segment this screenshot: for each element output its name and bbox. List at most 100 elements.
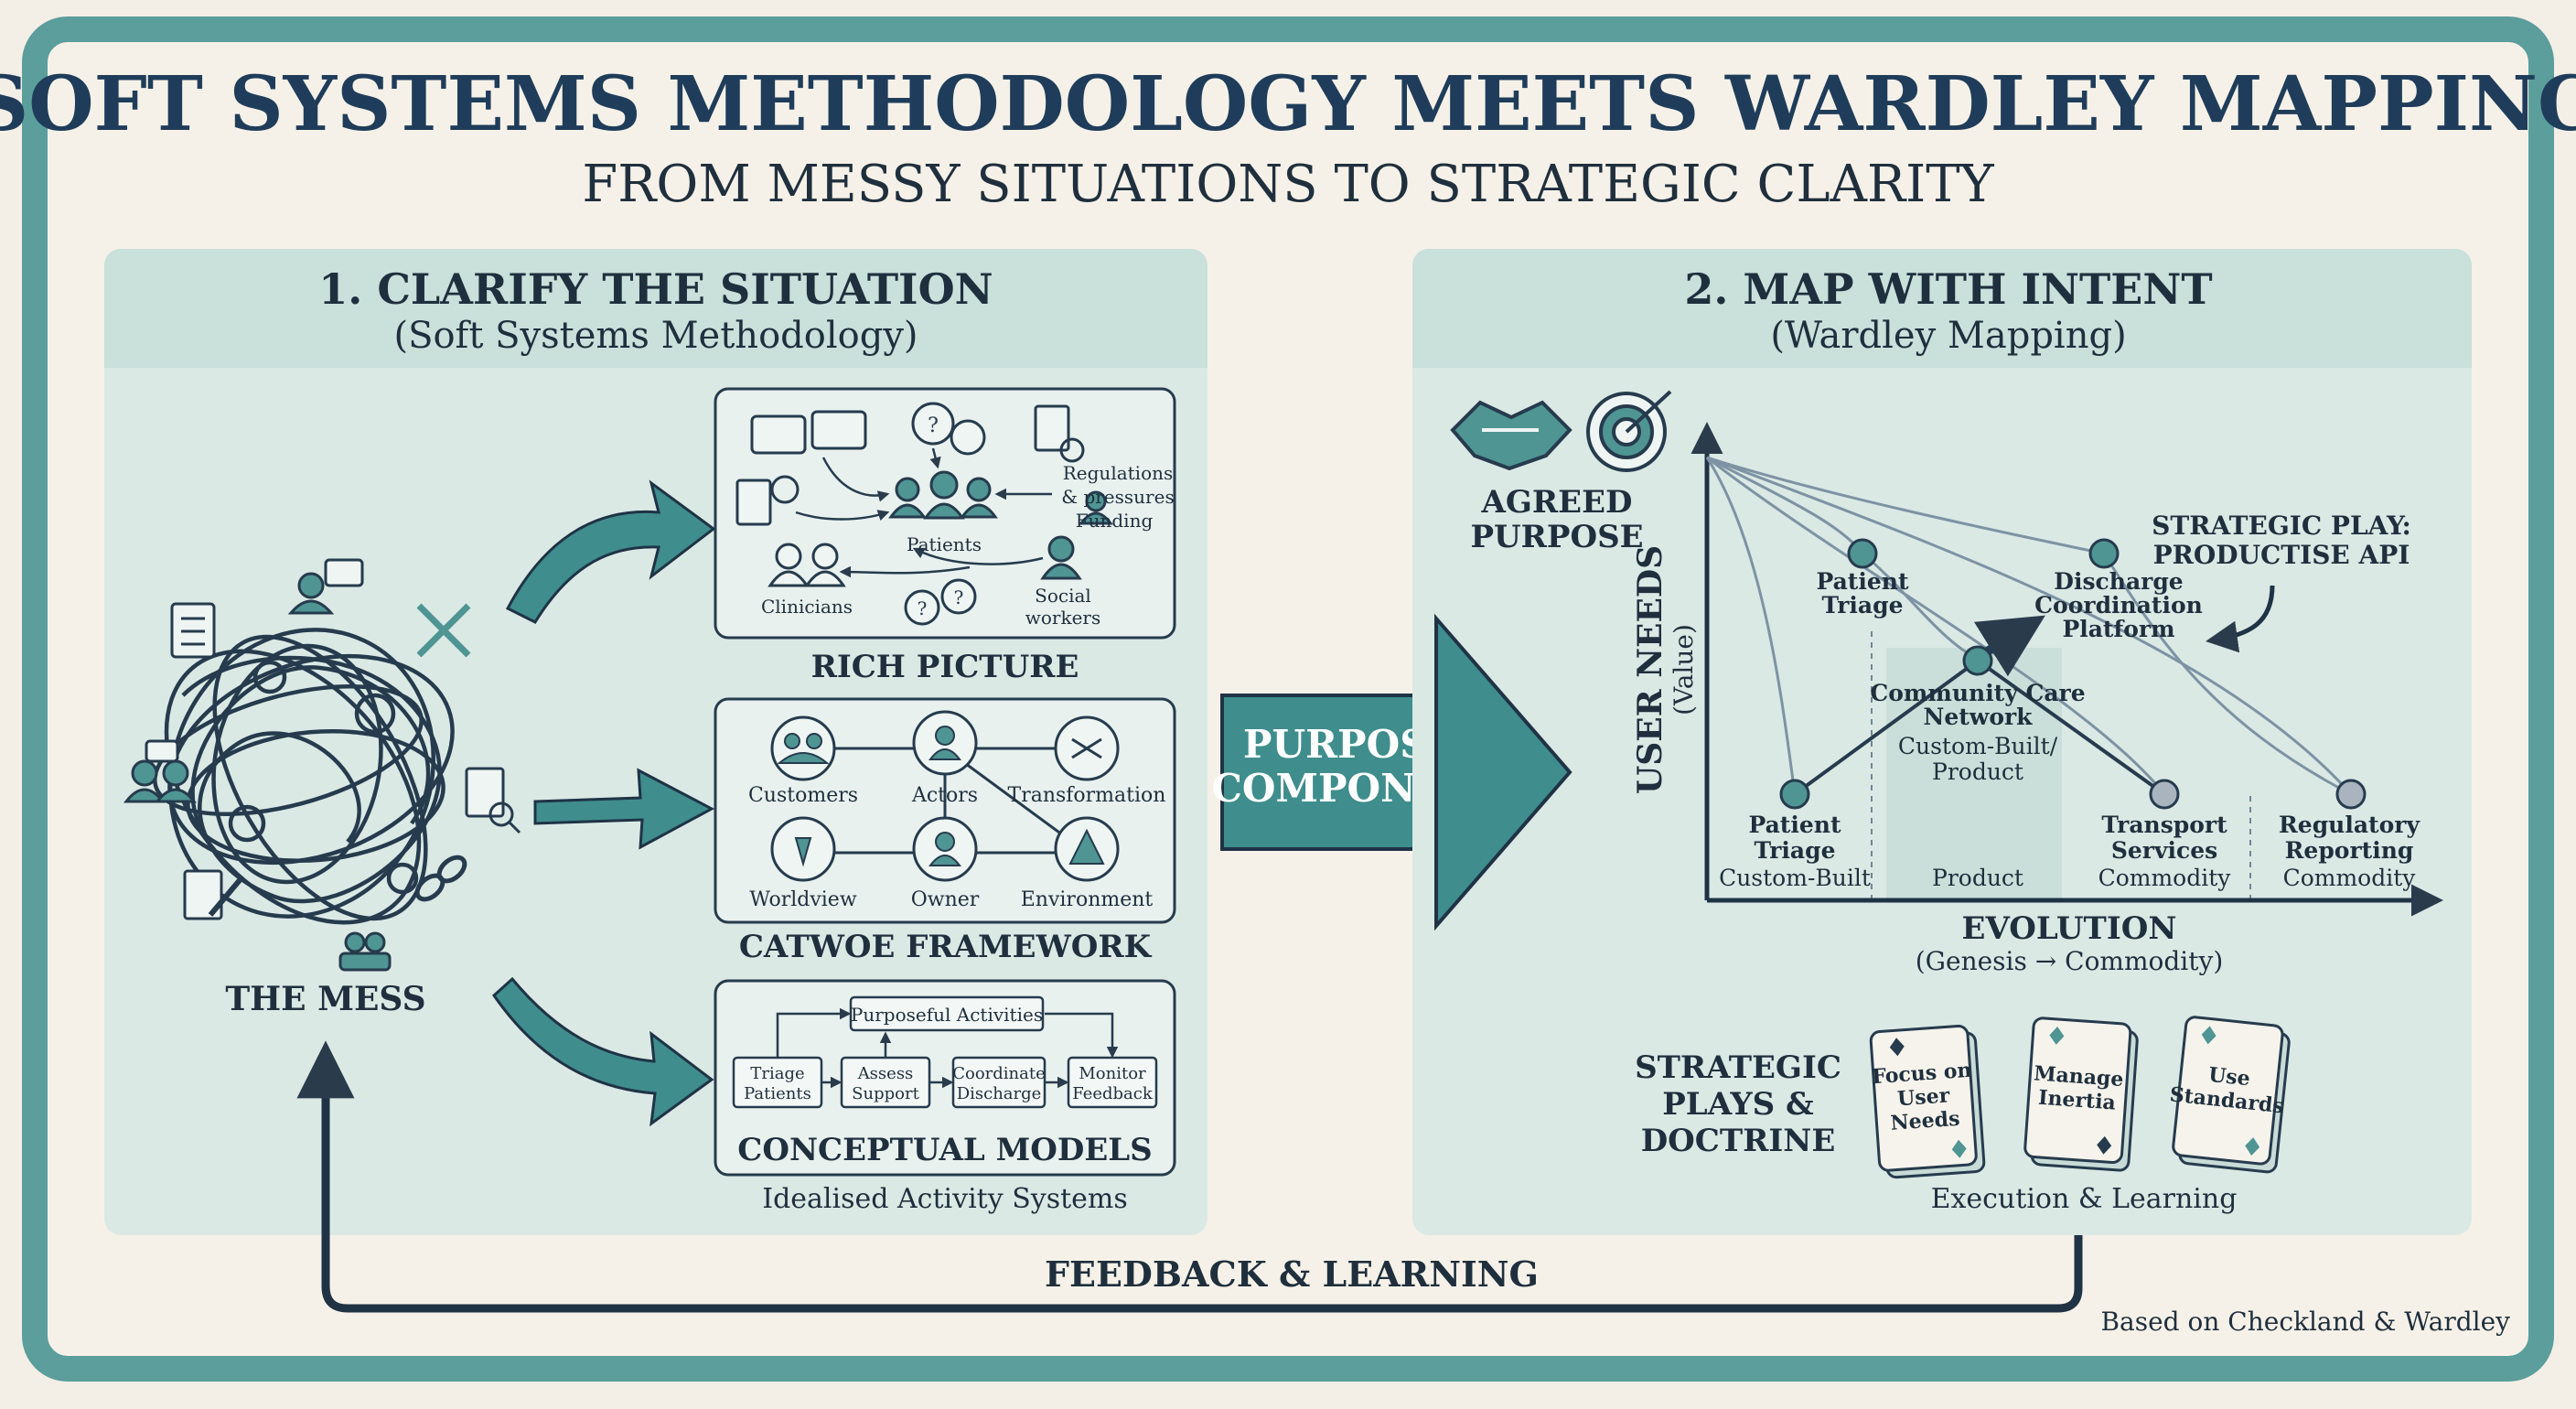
- right-panel-header: [1412, 249, 2472, 368]
- plays-l1: STRATEGIC: [1635, 1049, 1841, 1086]
- label-transport-l3: Commodity: [2098, 865, 2232, 891]
- handshake-icon: [1450, 400, 1572, 471]
- svg-text:?: ?: [954, 586, 964, 608]
- purpose-arrow-tip: [1434, 613, 1572, 931]
- label-regulations: Regulations: [1063, 462, 1174, 484]
- page-subtitle: FROM MESSY SITUATIONS TO STRATEGIC CLARI…: [582, 155, 1994, 214]
- card3-l1: Use: [2207, 1063, 2251, 1092]
- label-workers: workers: [1025, 607, 1101, 629]
- document-pen-icon: [183, 869, 242, 920]
- rich-picture-arrows: [795, 447, 1052, 578]
- label-community-l1: Community Care: [1870, 680, 2085, 706]
- credit-text: Based on Checkland & Wardley: [2100, 1307, 2510, 1337]
- svg-text:?: ?: [918, 597, 928, 619]
- plays-l2: PLAYS &: [1662, 1086, 1814, 1123]
- left-panel-header: [104, 249, 1208, 368]
- catwoe-customers: Customers: [748, 784, 858, 807]
- label-community-l2: Network: [1924, 704, 2034, 730]
- label-patient-bottom-l3: Custom-Built: [1719, 865, 1871, 891]
- catwoe-transformation: Transformation: [1008, 784, 1166, 807]
- wardley-map: USER NEEDS (Value) Patient Triage Discha…: [1631, 422, 2443, 976]
- strategic-play-l2: PRODUCTISE API: [2153, 540, 2410, 570]
- catwoe-caption: CATWOE FRAMEWORK: [739, 929, 1153, 965]
- label-patient-top-l1: Patient: [1816, 568, 1908, 595]
- agreed-label: AGREED: [1481, 484, 1633, 521]
- purposeful-activities: Purposeful Activities: [851, 1004, 1043, 1026]
- label-pressures: & pressures: [1061, 486, 1174, 508]
- step-monitor-l1: Monitor: [1079, 1064, 1146, 1083]
- conceptual-caption: CONCEPTUAL MODELS: [737, 1132, 1152, 1168]
- card-use-standards: Use Standards: [2169, 1016, 2291, 1174]
- question-bubble-icon: [950, 419, 986, 456]
- node-regulatory: [2335, 779, 2367, 810]
- mess-scribble: [153, 628, 455, 925]
- label-transport-l1: Transport: [2101, 812, 2227, 838]
- node-patient-triage-top: [1847, 538, 1878, 569]
- rich-picture: ? ? ? Regulations & pressures Funding Pa…: [714, 387, 1176, 685]
- svg-text:?: ?: [928, 414, 939, 437]
- arrow-to-rich-picture: [505, 479, 716, 624]
- purpose-label: PURPOSE: [1470, 519, 1643, 555]
- arrow-to-conceptual: [492, 976, 714, 1127]
- step-coordinate-l2: Discharge: [957, 1084, 1042, 1103]
- target-icon: [1586, 390, 1672, 472]
- label-patient-bottom-l2: Triage: [1754, 837, 1835, 864]
- label-regulatory-l3: Commodity: [2283, 865, 2417, 891]
- label-funding: Funding: [1076, 510, 1154, 532]
- customers-icon: [770, 715, 836, 781]
- step-assess-l1: Assess: [857, 1064, 914, 1083]
- people-icon: [287, 558, 364, 615]
- label-discharge-l1: Discharge: [2054, 568, 2183, 595]
- document-search-icon: [465, 767, 521, 834]
- card-focus-user-needs: Focus on User Needs: [1869, 1025, 1986, 1179]
- left-panel-title: 1. CLARIFY THE SITUATION: [318, 264, 993, 314]
- step-coordinate-l1: Coordinate: [952, 1064, 1046, 1083]
- label-regulatory-l2: Reporting: [2285, 837, 2414, 864]
- patients-icon: [888, 470, 998, 520]
- step-monitor-l2: Feedback: [1072, 1084, 1154, 1103]
- speech-bubble-icon: [750, 414, 807, 455]
- x-axis-sublabel: (Genesis → Commodity): [1916, 946, 2224, 976]
- feedback-loop-arrow: [296, 1040, 2083, 1313]
- y-axis-label: USER NEEDS: [1631, 545, 1669, 794]
- card-manage-inertia: Manage Inertia: [2023, 1016, 2139, 1172]
- right-panel-subtitle: (Wardley Mapping): [1770, 315, 2126, 357]
- question-bubble-icon: [911, 402, 955, 446]
- document-icon: [735, 479, 772, 526]
- label-community-l4: Product: [1932, 758, 2023, 785]
- checklist-icon: [170, 602, 216, 659]
- card1-l3: Needs: [1890, 1107, 1961, 1135]
- mess-label: THE MESS: [225, 980, 425, 1018]
- page-title: SOFT SYSTEMS METHODOLOGY MEETS WARDLEY M…: [0, 60, 2576, 148]
- card1-l2: User: [1896, 1083, 1950, 1111]
- strategic-play-l1: STRATEGIC PLAY:: [2152, 511, 2411, 541]
- clinicians-icon: [767, 543, 846, 587]
- rich-picture-caption: RICH PICTURE: [811, 649, 1079, 685]
- step-assess-l2: Support: [852, 1084, 919, 1103]
- conceptual-sub: Idealised Activity Systems: [762, 1183, 1128, 1215]
- right-panel-title: 2. MAP WITH INTENT: [1684, 264, 2212, 314]
- social-workers-icon: [1040, 490, 1113, 580]
- left-panel-subtitle: (Soft Systems Methodology): [393, 315, 918, 357]
- label-regulatory-l1: Regulatory: [2279, 812, 2420, 838]
- label-discharge-l2: Coordination: [2034, 592, 2203, 618]
- label-social: Social: [1035, 585, 1091, 607]
- label-clinicians: Clinicians: [761, 596, 853, 618]
- x-axis-label: EVOLUTION: [1962, 910, 2177, 947]
- doctrine-cards: Focus on User Needs Manage Inertia Use S…: [1869, 1016, 2291, 1179]
- arrow-to-catwoe: [533, 768, 715, 850]
- catwoe-environment: Environment: [1021, 888, 1154, 911]
- group-icon: [123, 739, 198, 803]
- feedback-label: FEEDBACK & LEARNING: [1045, 1253, 1539, 1295]
- arrows-cross-icon: [416, 603, 471, 658]
- label-product: Product: [1932, 865, 2023, 891]
- label-community-l3: Custom-Built/: [1898, 733, 2058, 759]
- node-transport: [2149, 779, 2180, 810]
- catwoe-worldview: Worldview: [749, 888, 856, 911]
- mess-arrows: [492, 479, 716, 1127]
- product-band: [1886, 648, 2062, 900]
- node-patient-triage-bottom: [1779, 779, 1810, 810]
- label-discharge-l3: Platform: [2062, 616, 2174, 642]
